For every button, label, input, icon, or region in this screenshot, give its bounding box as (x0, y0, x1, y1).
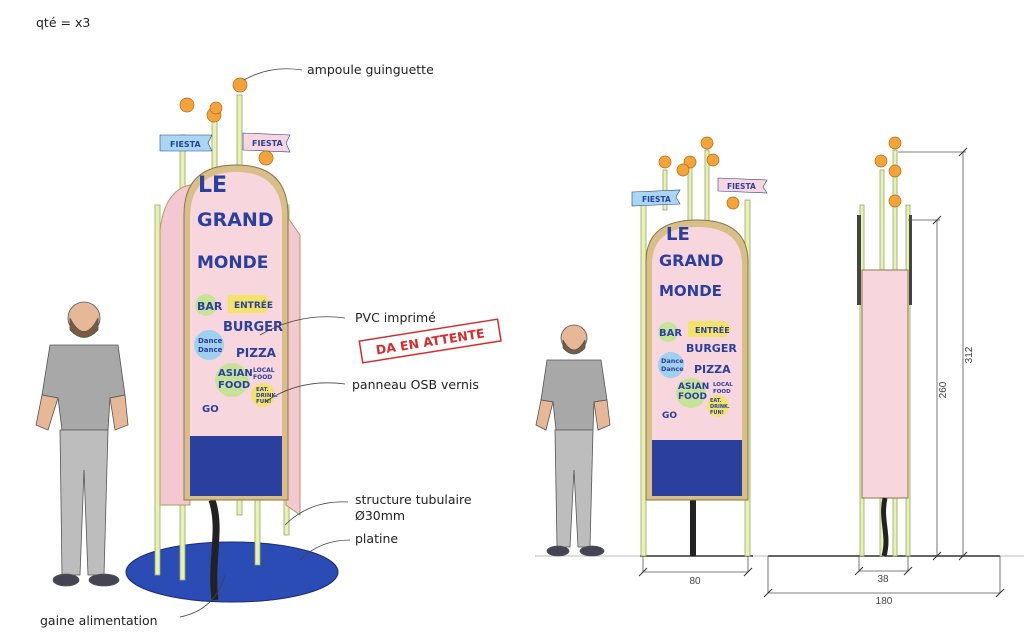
sign-title: LE (666, 224, 690, 245)
sign-item: ENTRÉE (695, 324, 730, 335)
quantity-label: qté = x3 (36, 15, 90, 30)
sign-title: MONDE (197, 253, 268, 273)
flag-text: FIESTA (642, 195, 671, 204)
dim-base-length: 180 (876, 596, 893, 607)
sign-item: GO (202, 404, 219, 415)
sign-title: MONDE (659, 282, 722, 300)
sign-item: Dance (661, 365, 684, 373)
sign-item: ASIAN (678, 382, 709, 392)
sign-item: GO (662, 411, 677, 421)
sign-item: PIZZA (236, 346, 277, 360)
flag (242, 132, 291, 153)
sign-item: BURGER (686, 342, 737, 355)
label-bulb: ampoule guinguette (307, 62, 434, 77)
sign-item: FOOD (678, 392, 707, 402)
dim-total-height: 312 (964, 346, 975, 363)
dim-panel-height: 260 (938, 381, 949, 398)
sign-item: LOCAL (713, 382, 733, 388)
sign-item: EAT. (710, 398, 722, 404)
sign-item: Dance (661, 357, 684, 365)
label-cable: gaine alimentation (40, 613, 158, 628)
pvc-print (190, 172, 282, 496)
sign-item: DRINK. (710, 404, 730, 410)
flag (159, 134, 213, 152)
sign-item: Dance (198, 346, 223, 354)
sign-title: GRAND (659, 251, 724, 270)
sign-item: FUN! (710, 410, 724, 416)
sign-item: LOCAL (253, 367, 275, 374)
bulb-icons (874, 136, 902, 208)
label-osb: panneau OSB vernis (352, 377, 479, 392)
sign-item: FOOD (218, 380, 250, 391)
bulb-icons (179, 77, 274, 166)
sign-item: ENTRÉE (234, 299, 273, 311)
sign-item: FUN! (256, 399, 271, 405)
flag-text: FIESTA (252, 139, 284, 148)
base-plate (125, 541, 339, 603)
sign-title: GRAND (197, 209, 274, 231)
sign-item: FOOD (713, 389, 731, 395)
sign-item: FOOD (253, 374, 272, 381)
label-pvc: PVC imprimé (355, 310, 436, 325)
sign-item: BURGER (223, 320, 283, 335)
front-view: LE GRAND MONDE BAR ENTRÉE BURGER Dance D… (631, 136, 768, 557)
sign-item: Dance (198, 337, 223, 345)
label-base: platine (355, 531, 398, 546)
sign-title: LE (198, 173, 227, 198)
side-view (768, 136, 1000, 557)
sign-item: BAR (197, 300, 223, 313)
flag-text: FIESTA (170, 140, 202, 149)
dimensions: 80 38 180 260 312 (638, 147, 1005, 607)
flag-text: FIESTA (727, 182, 756, 191)
power-cable (208, 498, 220, 601)
label-structure: structure tubulaire (355, 492, 472, 507)
human-figure-scale (535, 324, 611, 557)
sign-item: PIZZA (694, 363, 731, 376)
sign-item: DRINK. (256, 393, 278, 399)
sign-item: BAR (659, 328, 682, 339)
dim-front-width: 80 (689, 576, 701, 587)
bulb-icons (658, 136, 740, 210)
dim-side-width: 38 (877, 574, 889, 585)
stamp-da-en-attente: DA EN ATTENTE (358, 318, 502, 364)
label-diameter: Ø30mm (355, 508, 405, 523)
perspective-sign: LE GRAND MONDE BAR ENTRÉE BURGER Dance D… (125, 77, 339, 603)
sign-item: ASIAN (218, 368, 253, 379)
human-figure (35, 301, 129, 587)
sign-item: EAT. (256, 387, 269, 393)
